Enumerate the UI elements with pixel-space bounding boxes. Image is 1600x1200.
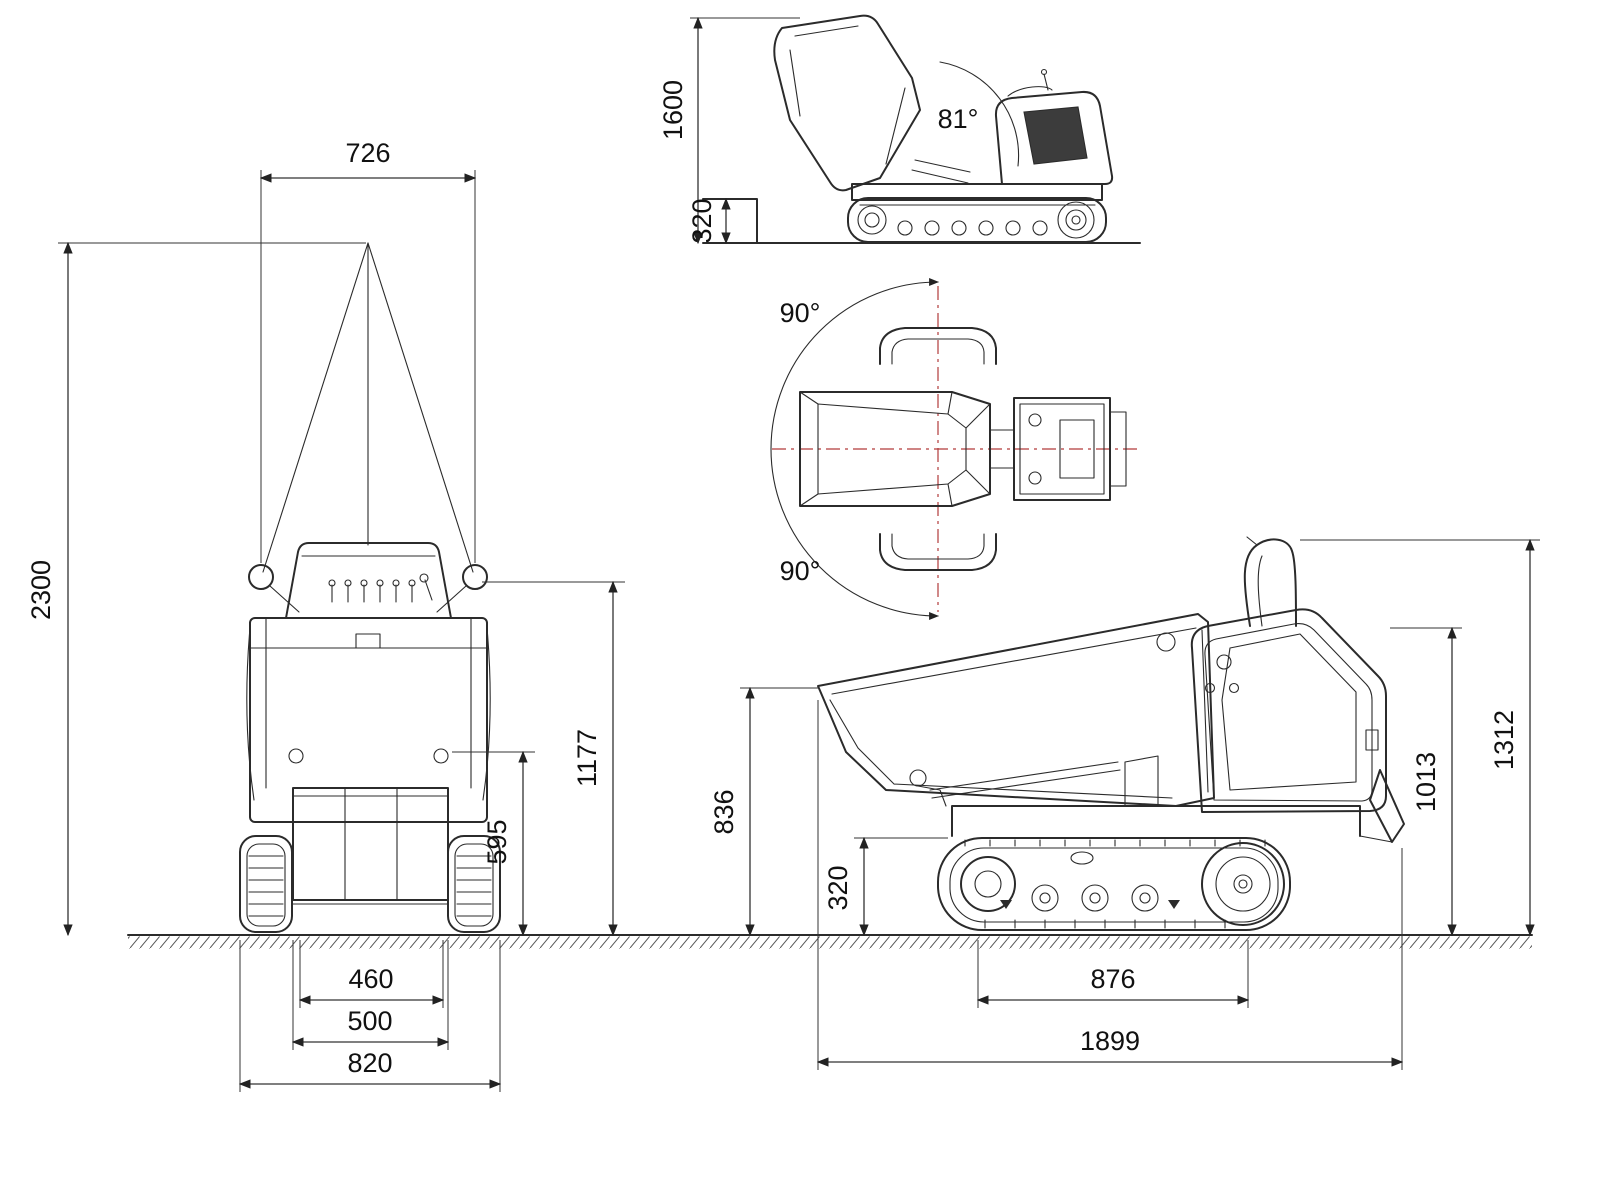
dim-label-836: 836 bbox=[709, 789, 739, 834]
dim-overall-height-side: 1312 bbox=[1300, 538, 1540, 937]
dim-skip-height: 836 bbox=[709, 686, 818, 937]
dim-track-length: 876 bbox=[976, 940, 1250, 1008]
dim-sill-height: 320 bbox=[687, 197, 731, 245]
engine-grille bbox=[1221, 633, 1357, 791]
dim-engine-height: 1013 bbox=[1390, 626, 1462, 937]
dim-label-2300: 2300 bbox=[26, 560, 56, 620]
dim-label-726: 726 bbox=[345, 138, 390, 168]
dim-label-595: 595 bbox=[482, 819, 512, 864]
right-track-front bbox=[447, 835, 501, 933]
left-track-front bbox=[239, 835, 293, 933]
dim-platform-height: 595 bbox=[452, 750, 535, 937]
exhaust-stack bbox=[1243, 538, 1297, 627]
dim-mid-height: 1177 bbox=[482, 580, 625, 937]
dim-top-width: 726 bbox=[259, 138, 477, 563]
engine-cab bbox=[994, 90, 1114, 185]
dim-inner-width: 460 bbox=[298, 940, 445, 1008]
dim-label-1312: 1312 bbox=[1489, 710, 1519, 770]
dim-label-1177: 1177 bbox=[572, 729, 602, 787]
dim-label-320-side: 320 bbox=[823, 865, 853, 910]
engine-cover bbox=[1190, 608, 1387, 813]
front-view-dimensions: 726 2300 1177 595 460 500 bbox=[26, 138, 625, 1092]
swivel-angle-lower-label: 90° bbox=[780, 556, 821, 586]
dim-overall-width: 820 bbox=[238, 940, 502, 1092]
dim-label-1600: 1600 bbox=[658, 80, 688, 140]
track-side bbox=[937, 837, 1291, 931]
dump-view-dimensions: 1600 320 bbox=[658, 16, 800, 245]
swivel-angle-upper-label: 90° bbox=[780, 298, 821, 328]
front-view-drawing bbox=[239, 242, 501, 933]
dim-overall-height: 2300 bbox=[26, 241, 366, 937]
dump-view-drawing: 81° bbox=[702, 14, 1141, 244]
tipped-skip bbox=[773, 14, 921, 192]
top-view-drawing: 90° 90° bbox=[770, 278, 1140, 620]
right-mirror bbox=[462, 564, 488, 590]
cab-window bbox=[1023, 106, 1088, 165]
dim-dump-height: 1600 bbox=[658, 16, 800, 245]
ground-line bbox=[127, 934, 1533, 949]
dim-label-1899: 1899 bbox=[1080, 1026, 1140, 1056]
side-view-drawing bbox=[817, 536, 1405, 931]
dim-label-820: 820 bbox=[347, 1048, 392, 1078]
swivel-arc bbox=[770, 278, 939, 620]
dim-skip-width: 500 bbox=[291, 940, 450, 1050]
tip-angle-label: 81° bbox=[938, 104, 979, 134]
dim-label-876: 876 bbox=[1090, 964, 1135, 994]
dim-label-500: 500 bbox=[347, 1006, 392, 1036]
dim-track-height: 320 bbox=[823, 836, 948, 937]
left-mirror bbox=[248, 564, 274, 590]
dim-label-1013: 1013 bbox=[1411, 752, 1441, 812]
dim-label-320-dump: 320 bbox=[687, 198, 717, 243]
dim-overall-length: 1899 bbox=[816, 700, 1404, 1070]
side-view-dimensions: 836 320 1013 1312 876 1899 bbox=[709, 538, 1540, 1070]
dim-label-460: 460 bbox=[348, 964, 393, 994]
